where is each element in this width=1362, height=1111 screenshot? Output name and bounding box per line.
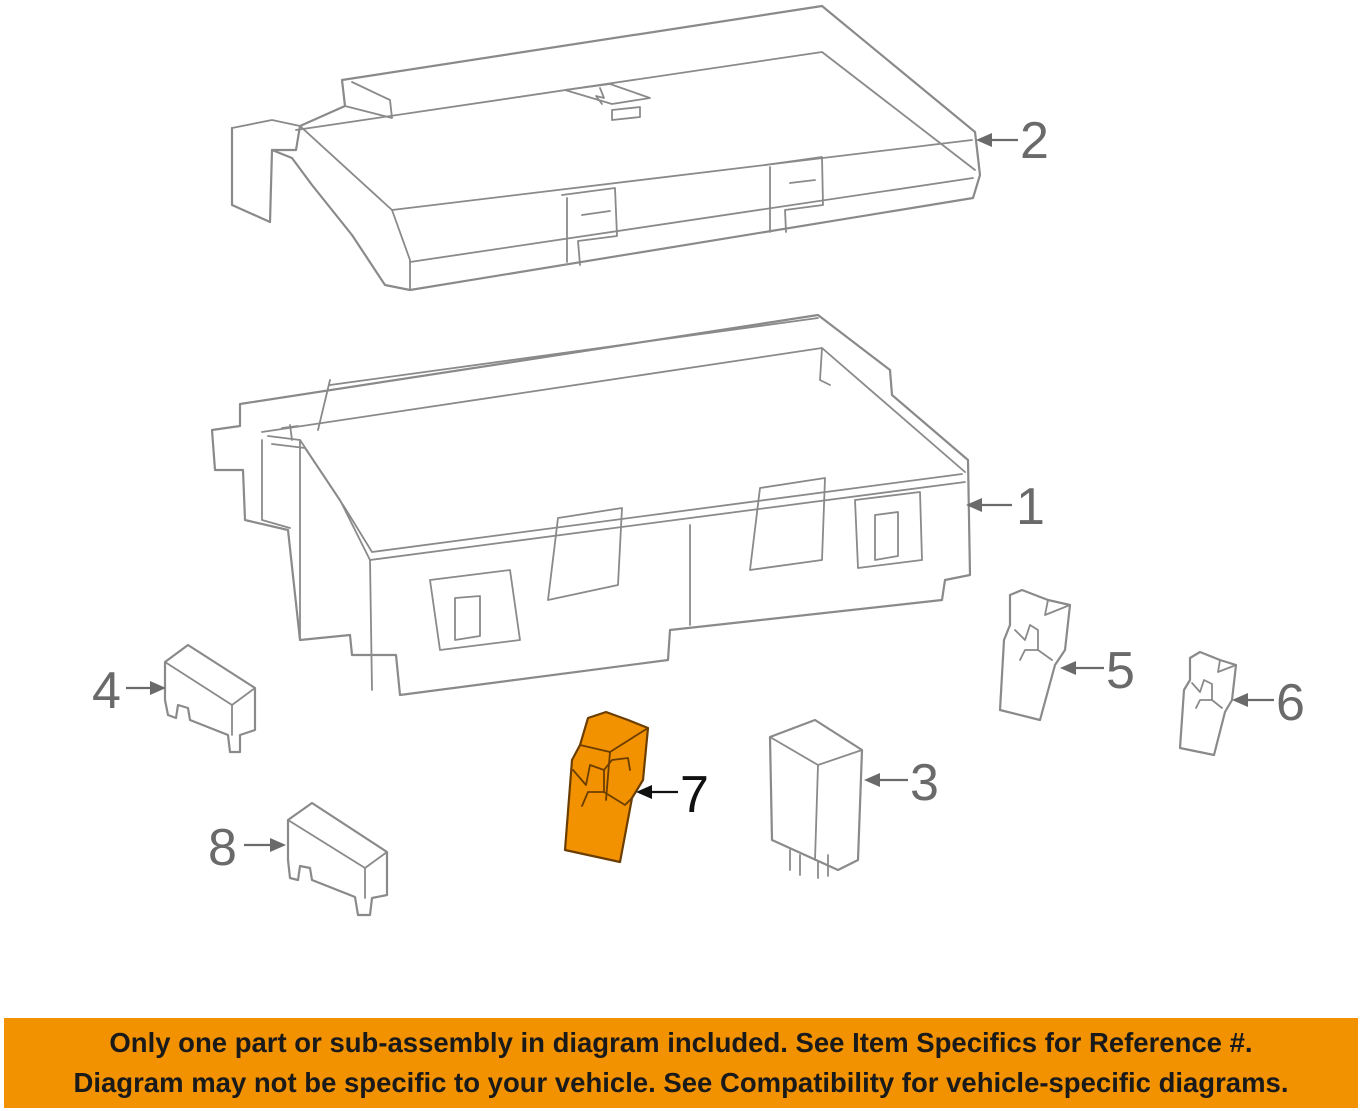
callout-label-1: 1 [1016, 478, 1045, 536]
fuse-box-cover [230, 4, 982, 292]
callout-label-8: 8 [208, 819, 237, 877]
callout-8: 8 [208, 819, 286, 877]
callout-5: 5 [1060, 642, 1135, 700]
callout-4: 4 [92, 662, 166, 720]
callout-3: 3 [864, 754, 939, 812]
cartridge-fuse-part-6 [1178, 650, 1238, 757]
relay-part-3 [768, 718, 864, 879]
callout-label-2: 2 [1020, 112, 1049, 170]
callout-label-3: 3 [910, 754, 939, 812]
callout-label-4: 4 [92, 662, 121, 720]
callout-label-5: 5 [1106, 642, 1135, 700]
callout-7: 7 [636, 766, 709, 824]
callout-label-7: 7 [680, 766, 709, 824]
callout-6: 6 [1232, 674, 1305, 732]
callout-2: 2 [976, 112, 1049, 170]
cartridge-fuse-part-7-highlighted [563, 710, 650, 864]
callout-1: 1 [966, 478, 1045, 536]
callout-label-6: 6 [1276, 674, 1305, 732]
fuse-part-8 [286, 801, 389, 917]
disclaimer-banner: Only one part or sub-assembly in diagram… [4, 1018, 1358, 1108]
parts-diagram: 1 2 3 4 5 6 7 8 [92, 4, 1305, 917]
disclaimer-line-1: Only one part or sub-assembly in diagram… [109, 1027, 1253, 1058]
fuse-part-4 [163, 643, 257, 754]
fuse-box-housing [210, 313, 972, 697]
disclaimer-line-2: Diagram may not be specific to your vehi… [73, 1067, 1289, 1098]
cartridge-fuse-part-5 [998, 588, 1072, 722]
